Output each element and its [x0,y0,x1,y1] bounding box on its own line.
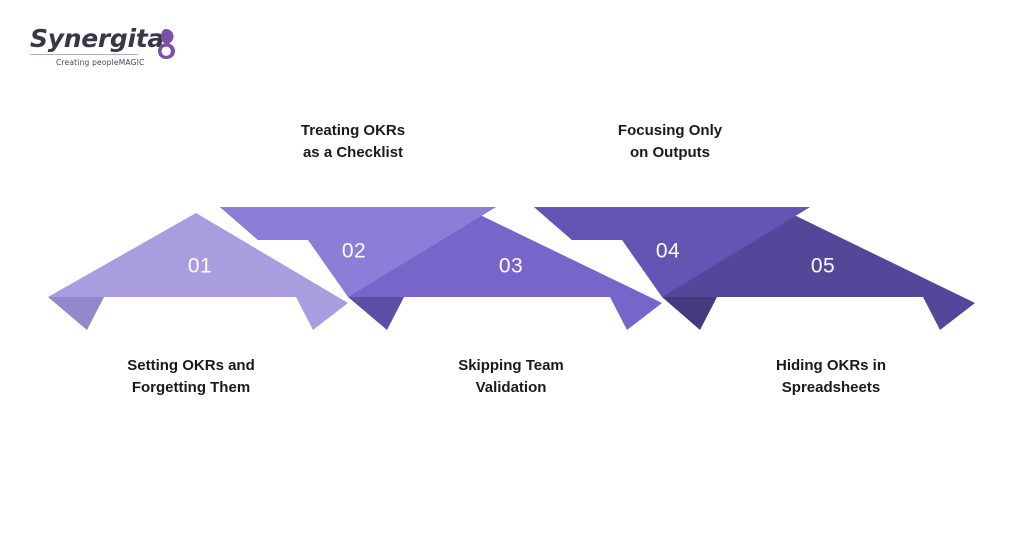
chevron-segment-02[interactable]: 02 [220,207,496,297]
chevron-segment-04[interactable]: 04 [534,207,810,297]
caption-segment-05: Hiding OKRs in Spreadsheets [776,357,886,396]
chevron-number-05: 05 [811,255,835,278]
chevron-number-01: 01 [188,255,212,278]
brand-name: Synergita [30,24,164,53]
caption-segment-02: Treating OKRs as a Checklist [300,122,406,161]
chevron-tail-01 [48,297,104,330]
caption-segment-03: Skipping Team Validation [458,357,564,396]
chevron-number-03: 03 [499,255,523,278]
chevron-segment-05[interactable]: 05 [662,213,975,330]
caption-segment-01: Setting OKRs and Forgetting Them [127,357,255,396]
chevron-number-04: 04 [656,240,680,263]
chevron-body-02 [220,207,496,297]
chevron-number-02: 02 [342,240,366,263]
caption-segment-04: Focusing Only on Outputs [617,122,723,161]
chevron-segment-03[interactable]: 03 [348,213,662,330]
chevron-body-03 [348,213,662,330]
chevron-tail-02 [220,207,276,240]
chevron-body-05 [662,213,975,330]
chevron-tail-03 [348,297,404,330]
chevron-tail-04 [534,207,590,240]
chevron-body-04 [534,207,810,297]
chevron-body-01 [48,213,348,330]
chevron-segment-01[interactable]: 01 [48,213,348,330]
logo-divider [30,54,138,55]
brand-tagline: Creating peopleMAGIC [56,58,145,67]
brand-logo: Synergita Creating peopleMAGIC [30,26,210,76]
spiral-swirl-icon [158,29,175,59]
chevron-tail-05 [662,297,717,330]
chevron-head-04 [662,207,810,297]
chevron-head-02 [348,207,496,297]
